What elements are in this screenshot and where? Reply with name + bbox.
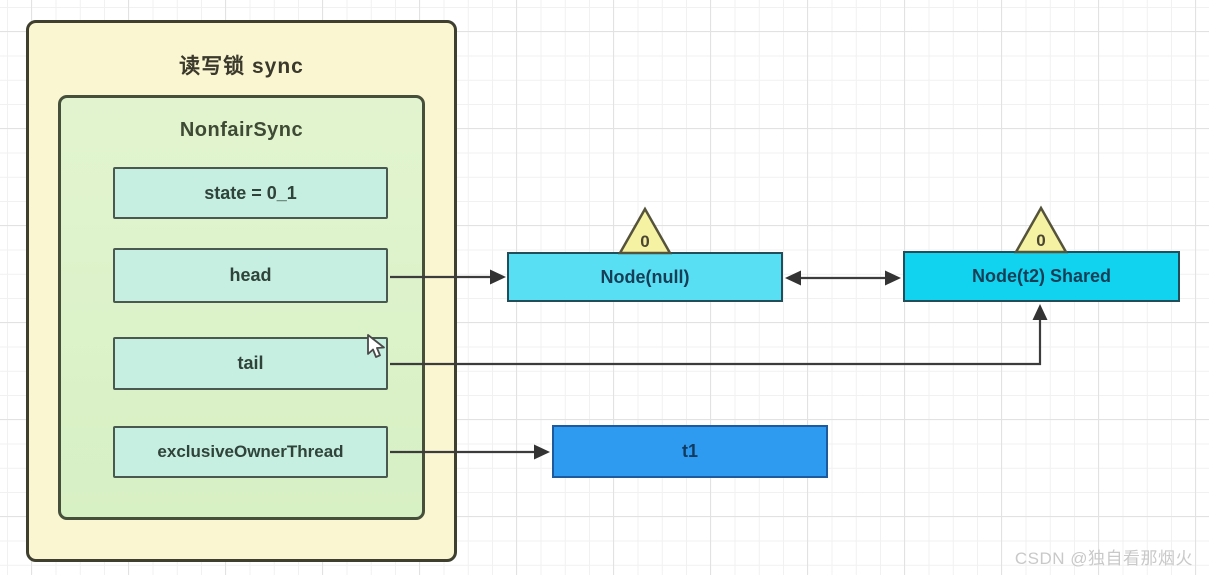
inner-box-title: NonfairSync	[179, 119, 304, 141]
read-write-lock-sync-box: 读写锁 sync NonfairSync state = 0_1 head ta…	[26, 20, 457, 562]
field-head: head	[113, 248, 388, 303]
thread-t1-box: t1	[552, 425, 828, 478]
node-t2-shared-box: Node(t2) Shared	[903, 251, 1180, 302]
field-tail: tail	[113, 337, 388, 390]
field-state: state = 0_1	[113, 167, 388, 219]
wait-status-triangle-icon: 0	[1013, 205, 1069, 254]
watermark-text: CSDN @独自看那烟火	[1014, 549, 1193, 568]
nonfair-sync-box: NonfairSync state = 0_1 head tail exclus…	[58, 95, 425, 520]
wait-status-value: 0	[1036, 231, 1045, 250]
node-null-box: Node(null)	[507, 252, 783, 302]
wait-status-triangle-icon: 0	[617, 206, 673, 255]
mouse-cursor-icon	[367, 334, 385, 358]
field-exclusive-owner-thread: exclusiveOwnerThread	[113, 426, 388, 478]
wait-status-value: 0	[640, 232, 649, 251]
outer-box-title: 读写锁 sync	[179, 55, 304, 78]
